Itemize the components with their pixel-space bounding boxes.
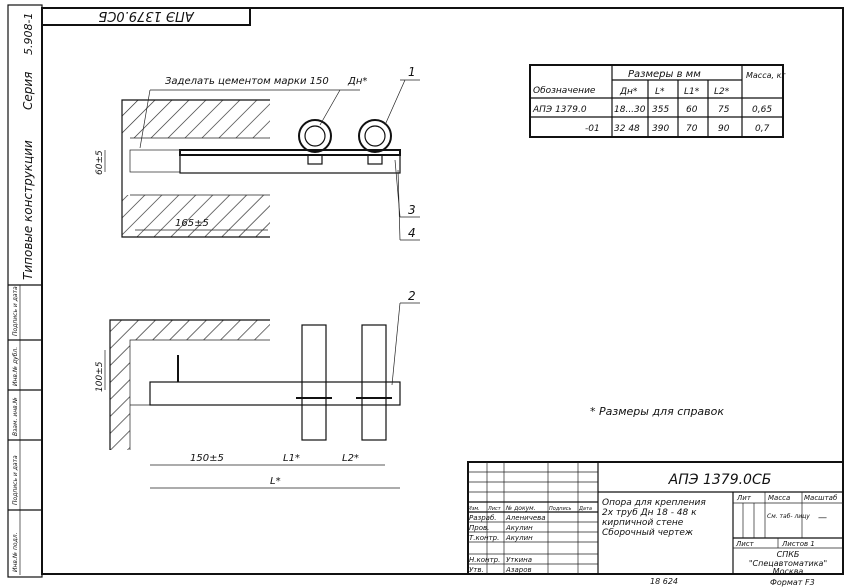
drawing-text: № докум. (505, 505, 536, 512)
drawing-text: Москва (773, 567, 804, 576)
drawing-text: Взам. инв.№ (12, 397, 19, 436)
drawing-text: Акулин (505, 534, 533, 542)
drawing-text: Дн* (619, 87, 638, 97)
drawing-text: 150±5 (190, 453, 224, 464)
drawing-text: Масса, кг (746, 71, 786, 80)
top-view: Заделать цементом марки 150 Дн* 60±5 165… (95, 65, 420, 241)
drawing-text: 32 48 (614, 124, 640, 134)
drawing-text: 70 (686, 124, 698, 134)
drawing-text: Сборочный чертеж (602, 528, 694, 538)
drawing-text: СПКБ (777, 550, 800, 559)
drawing-text: 4 (408, 226, 416, 240)
drawing-text: L1* (283, 453, 300, 464)
drawing-text: L1* (684, 87, 700, 97)
drawing-text: См. таб- лицу (767, 513, 810, 520)
sheet-format: Формат F3 (770, 578, 815, 587)
drawing-text: 3 (408, 203, 416, 217)
drawing-text: 390 (652, 124, 669, 134)
drawing-text: 75 (718, 105, 730, 115)
drawing-text: Дата (578, 506, 592, 512)
drawing-text: Масса (768, 494, 790, 502)
drawing-text: Лист (487, 506, 502, 512)
drawing-text: Пров. (469, 524, 489, 532)
drawing-text: 2 (408, 289, 416, 303)
drawing-text: Акулин (505, 524, 533, 532)
drawing-text: 0,65 (752, 105, 772, 115)
dim-height: 100±5 (95, 361, 105, 392)
drawing-text: Подпись и дата (12, 455, 19, 505)
drawing-text: Утв. (469, 566, 484, 574)
drawing-text: Подпись (549, 506, 572, 512)
top-stamp-code: АПЭ 1379.0СБ (98, 8, 194, 23)
drawing-text: L* (655, 87, 665, 97)
cement-note: Заделать цементом марки 150 (165, 76, 329, 87)
drawing-text: АПЭ 1379.0 (532, 105, 587, 115)
series-title: Типовые конструкции (21, 140, 35, 280)
drawing-text: 1 (408, 65, 416, 79)
drawing-text: Обозначение (533, 86, 596, 96)
drawing-text: Инв.№ подл. (12, 532, 19, 572)
drawing-text: L* (270, 476, 281, 487)
drawing-text: 0,7 (755, 124, 770, 134)
drawing-text: -01 (585, 124, 600, 134)
series-label: Серия (21, 72, 35, 110)
table-row: -01 32 48 390 70 90 0,7 (585, 124, 770, 134)
drawing-text: Т.контр. (469, 534, 499, 542)
table-row: АПЭ 1379.0 18...30 355 60 75 0,65 (532, 105, 772, 115)
drawing-text: Лит (736, 494, 752, 502)
inventory-number: 18 624 (650, 577, 678, 586)
drawing-text: Масштаб (804, 494, 838, 502)
drawing-text: Размеры в мм (628, 69, 701, 80)
drawing-text: Подпись и дата (12, 286, 19, 336)
drawing-code: АПЭ 1379.0СБ (668, 472, 772, 488)
bottom-view: 100±5 150±5 L1* L2* L* 2 (95, 289, 420, 489)
dn-label: Дн* (347, 76, 367, 87)
drawing-text: 18...30 (614, 105, 646, 115)
drawing-text: Аленичева (505, 514, 546, 522)
side-strip (7, 4, 43, 578)
drawing-text: L2* (342, 453, 359, 464)
drawing-text: L2* (714, 87, 730, 97)
dimensions-table: Размеры в мм Масса, кг Обозначение Дн* L… (529, 64, 786, 138)
drawing-text: 90 (718, 124, 730, 134)
drawing-text: Инв.№ дубл. (12, 347, 19, 386)
drawing-text: Лист (735, 540, 755, 548)
series-number: 5.908-1 (22, 13, 35, 55)
drawing-text: кирпичной стене (602, 518, 684, 528)
drawing-text: 355 (652, 105, 669, 115)
drawing-text: Опора для крепления (602, 498, 706, 508)
drawing-text: Уткина (506, 556, 532, 564)
drawing-text: 60 (686, 105, 698, 115)
drawing-text: 2х труб Дн 18 - 48 к (602, 508, 697, 518)
drawing-text: Азаров (505, 566, 532, 574)
drawing-text: — (818, 513, 827, 523)
title-block: Изм. Лист № докум. Подпись Дата Разраб. А… (467, 461, 844, 576)
drawing-text: Листов 1 (781, 540, 815, 548)
dim-width: 60±5 (95, 150, 105, 175)
dim-length: 165±5 (175, 218, 209, 229)
side-stamp-columns: Инв.№ подл. Подпись и дата Взам. инв.№ И… (8, 284, 42, 575)
drawing-text: Разраб. (469, 514, 497, 522)
drawing-text: Н.контр. (469, 556, 500, 564)
top-stamp-box (41, 7, 251, 26)
drawing-text: Изм. (468, 506, 480, 512)
drawing-text: "Спецавтоматика" (749, 559, 827, 568)
reference-note: * Размеры для справок (590, 405, 724, 418)
